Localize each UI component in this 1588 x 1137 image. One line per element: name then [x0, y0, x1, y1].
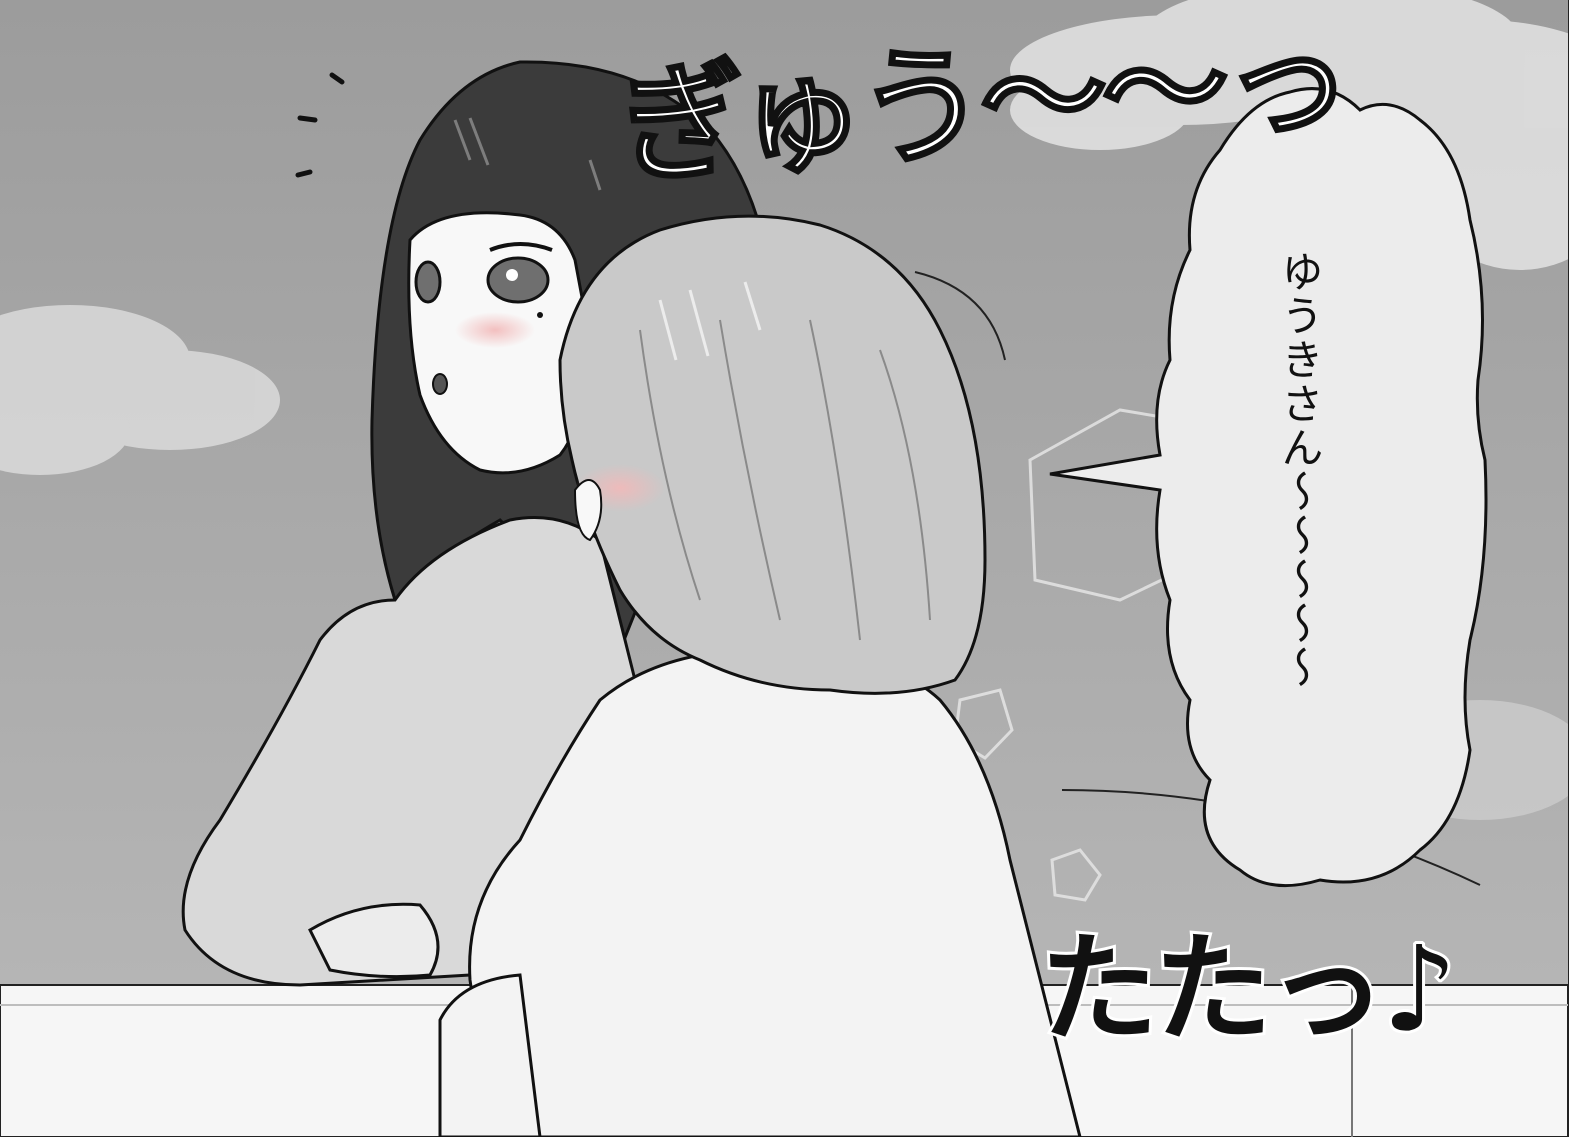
- surprise-marks: [295, 72, 345, 178]
- eye-right: [486, 256, 550, 304]
- speech-bubble-text: ゆうきさん〜〜〜〜〜: [1275, 250, 1324, 690]
- blush-dark-hair-girl: [455, 312, 535, 348]
- light-hair: [558, 214, 987, 695]
- sfx-footsteps: たたっ♪: [1037, 920, 1460, 1058]
- cloud-top-right: [1010, 0, 1568, 270]
- eye-left: [414, 260, 442, 304]
- cloud-left: [0, 305, 280, 475]
- speech-bubble-shape: [1049, 87, 1488, 888]
